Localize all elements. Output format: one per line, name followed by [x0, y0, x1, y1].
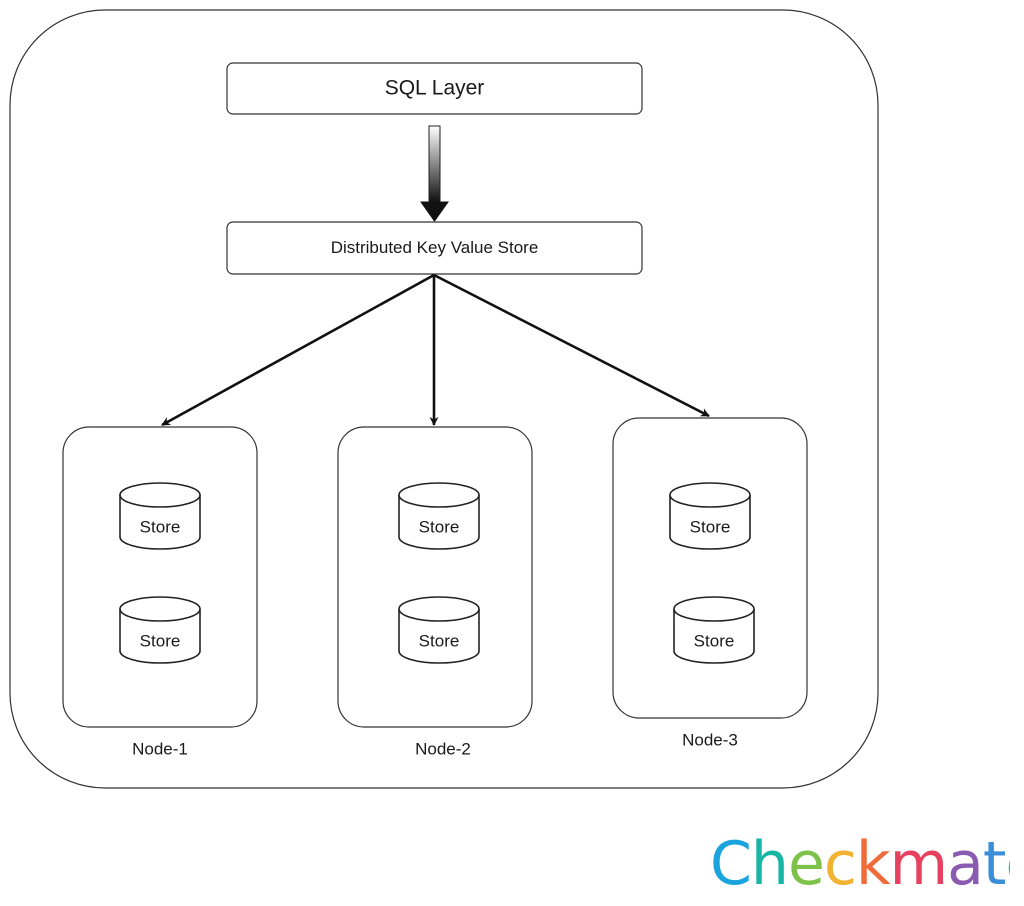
store-label: Store	[140, 631, 181, 650]
store-cylinder: Store	[119, 482, 201, 550]
store-cylinder: Store	[398, 596, 480, 664]
sql-layer-label: SQL Layer	[385, 77, 485, 100]
store-cylinder: Store	[669, 482, 751, 550]
kv-to-node-3-arrow	[433, 273, 710, 418]
store-label: Store	[419, 517, 460, 536]
kv-store-box: Distributed Key Value Store	[226, 221, 643, 275]
store-cylinder: Store	[673, 596, 755, 664]
sql-to-kv-arrow	[420, 125, 449, 222]
node-3-box	[612, 417, 808, 719]
store-label: Store	[419, 631, 460, 650]
checkmate-logo-text: Checkmate	[710, 829, 1010, 899]
store-label: Store	[690, 517, 731, 536]
kv-store-label: Distributed Key Value Store	[331, 238, 539, 257]
sql-layer-box: SQL Layer	[226, 62, 643, 115]
kv-to-node-1-arrow	[161, 273, 435, 427]
node-1: Store Store Node-1	[62, 426, 258, 758]
node-2-label: Node-2	[415, 739, 471, 758]
node-3: Store Store Node-3	[612, 417, 808, 749]
store-label: Store	[694, 631, 735, 650]
node-3-label: Node-3	[682, 730, 738, 749]
store-cylinder: Store	[398, 482, 480, 550]
checkmate-logo: Checkmate	[710, 829, 1010, 899]
node-2-box	[337, 426, 533, 728]
store-cylinder: Store	[119, 596, 201, 664]
node-2: Store Store Node-2	[337, 426, 533, 758]
store-label: Store	[140, 517, 181, 536]
node-1-box	[62, 426, 258, 728]
node-1-label: Node-1	[132, 739, 188, 758]
